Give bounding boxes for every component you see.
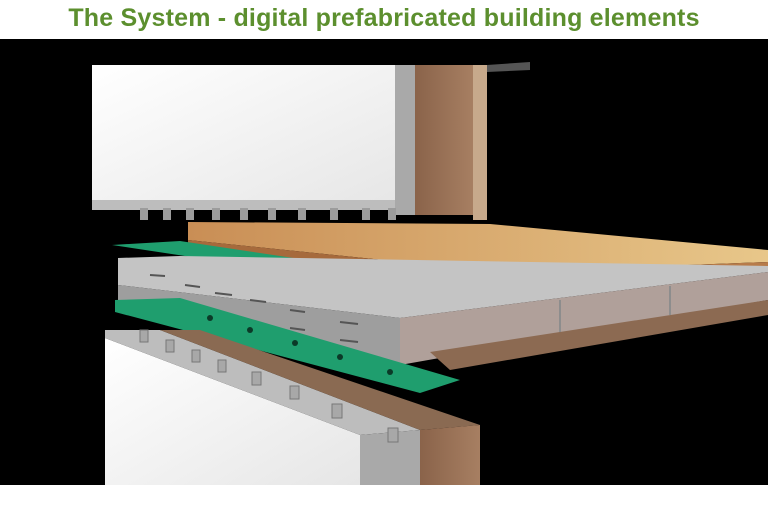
building-elements-render bbox=[0, 39, 768, 485]
upper-wall-element bbox=[92, 62, 530, 220]
lower-seal-strip bbox=[115, 298, 460, 393]
lower-connector-pegs bbox=[139, 329, 399, 443]
slide-title: The System - digital prefabricated build… bbox=[68, 4, 700, 32]
slab-anchor-marks bbox=[149, 274, 359, 343]
slab-underlay bbox=[430, 300, 768, 370]
connector-pegs bbox=[140, 208, 396, 220]
exploded-assembly-illustration bbox=[92, 62, 768, 485]
lower-wall-element bbox=[105, 329, 480, 485]
